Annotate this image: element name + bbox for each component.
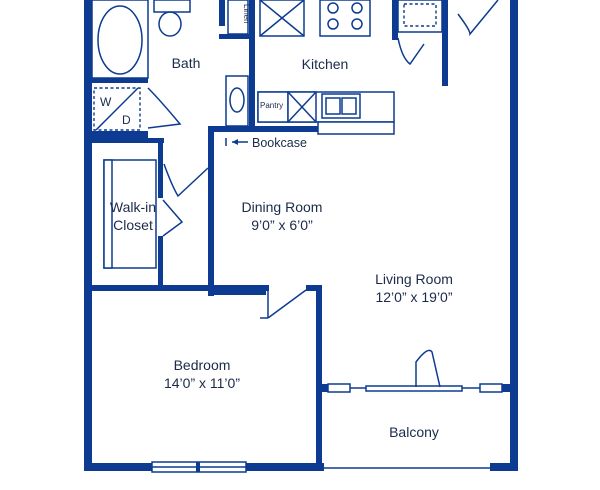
bathtub [91,0,149,79]
bedroom-label: Bedroom [174,357,231,373]
laundry-door[interactable] [147,87,182,129]
mechanical-closet [397,0,443,33]
exterior-walls [84,0,518,471]
interior-walls [84,0,510,470]
balcony-door[interactable] [415,349,441,388]
bookcase-label: Bookcase [252,136,307,150]
living-room-label: Living Room [375,271,453,287]
fridge [259,0,305,37]
bedroom-door[interactable] [260,289,307,319]
dining-room-dims: 9’0” x 6’0” [251,217,313,233]
dishwasher [287,91,317,123]
walkin-closet-label-2: Closet [113,217,153,233]
living-room-dims: 12’0” x 19’0” [375,289,452,305]
washer-dryer: W D [93,87,141,131]
washer-label: W [100,95,112,109]
walkin-closet-label-1: Walk-in [110,199,156,215]
dryer-label: D [122,113,131,127]
pantry-label: Pantry [260,101,283,110]
linen-closet: Linen [227,0,251,35]
bath-door[interactable] [163,163,209,198]
kitchen-label: Kitchen [302,56,349,72]
closet-shelf [103,159,157,269]
linen-label: Linen [242,4,251,24]
closet-door[interactable] [162,199,184,237]
bedroom-window [151,461,247,473]
balcony-sliding-door[interactable] [327,383,503,393]
bath-sink [225,75,249,127]
stove [319,0,371,37]
balcony-label: Balcony [389,424,439,440]
dining-room-label: Dining Room [242,199,323,215]
pantry: Pantry [257,91,289,123]
entry-door[interactable] [397,0,499,66]
bath-label: Bath [172,55,201,71]
bedroom-dims: 14’0” x 11’0” [164,375,240,391]
kitchen-sink [321,93,361,119]
toilet [153,0,191,37]
bookcase-arrow [225,138,248,146]
